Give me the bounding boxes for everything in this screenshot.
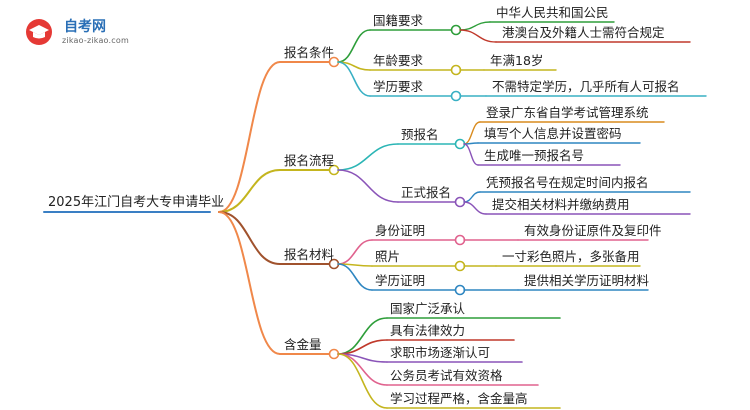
- child-connector: [337, 353, 388, 409]
- leaf-label: 提交相关材料并缴纳费用: [492, 197, 630, 212]
- child-label: 学习过程严格，含金量高: [390, 391, 528, 406]
- branch-connector: [218, 211, 281, 355]
- child-connector: [337, 61, 371, 97]
- leaf-label: 有效身份证原件及复印件: [524, 223, 662, 238]
- child-label: 预报名: [401, 127, 439, 142]
- leaf-label: 不需特定学历，几乎所有人可报名: [492, 79, 680, 94]
- branch-connector: [218, 61, 281, 213]
- child-label: 年龄要求: [373, 53, 424, 68]
- leaf-label: 中华人民共和国公民: [496, 5, 609, 20]
- child-connector: [337, 169, 399, 203]
- child-node[interactable]: [450, 64, 462, 76]
- child-node[interactable]: [450, 24, 462, 36]
- leaf-label: 填写个人信息并设置密码: [484, 126, 622, 141]
- leaf-connector: [463, 121, 481, 145]
- leaf-connector: [463, 191, 481, 203]
- root-label: 2025年江门自考大专申请毕业: [48, 195, 225, 210]
- child-label: 正式报名: [401, 185, 452, 200]
- child-node[interactable]: [450, 90, 462, 102]
- child-node[interactable]: [454, 196, 466, 208]
- child-connector: [337, 317, 388, 355]
- child-connector: [337, 29, 371, 63]
- child-node[interactable]: [454, 138, 466, 150]
- child-label: 具有法律效力: [390, 323, 466, 338]
- branch-label-3: 报名材料: [284, 247, 335, 262]
- site-logo[interactable]: 自考网 zikao-zikao.com: [24, 14, 154, 50]
- logo-url: zikao-zikao.com: [62, 36, 129, 45]
- child-connector: [337, 263, 373, 291]
- leaf-label: 凭预报名号在规定时间内报名: [486, 175, 649, 190]
- leaf-connector: [459, 21, 491, 31]
- child-connector: [337, 143, 399, 171]
- child-label: 学历要求: [373, 79, 424, 94]
- graduation-cap-icon: [26, 19, 52, 45]
- leaf-label: 一寸彩色照片，多张备用: [502, 249, 640, 264]
- branch-connector: [218, 211, 281, 265]
- child-label: 身份证明: [375, 223, 426, 238]
- branch-connector: [218, 169, 281, 213]
- child-node[interactable]: [454, 260, 466, 272]
- leaf-label: 年满18岁: [490, 53, 544, 68]
- branch-label-4: 含金量: [284, 337, 322, 352]
- child-connector: [337, 239, 373, 265]
- leaf-connector: [463, 143, 479, 166]
- child-label: 求职市场逐渐认可: [390, 345, 491, 360]
- child-label: 学历证明: [375, 273, 426, 288]
- logo-title: 自考网: [64, 19, 106, 35]
- leaf-label: 港澳台及外籍人士需符合规定: [502, 25, 665, 40]
- leaf-connector: [459, 29, 497, 43]
- branch-label-2: 报名流程: [284, 153, 335, 168]
- leaf-connector: [463, 201, 487, 215]
- child-label: 公务员考试有效资格: [390, 368, 503, 383]
- child-label: 国家广泛承认: [390, 301, 466, 316]
- child-label: 国籍要求: [373, 13, 424, 28]
- child-node[interactable]: [454, 284, 466, 296]
- leaf-label: 登录广东省自学考试管理系统: [486, 105, 649, 120]
- branch-node-4[interactable]: [328, 348, 340, 360]
- leaf-label: 生成唯一预报名号: [484, 148, 585, 163]
- child-node[interactable]: [454, 234, 466, 246]
- leaf-label: 提供相关学历证明材料: [524, 273, 650, 288]
- branch-label-1: 报名条件: [284, 45, 335, 60]
- child-label: 照片: [375, 249, 401, 264]
